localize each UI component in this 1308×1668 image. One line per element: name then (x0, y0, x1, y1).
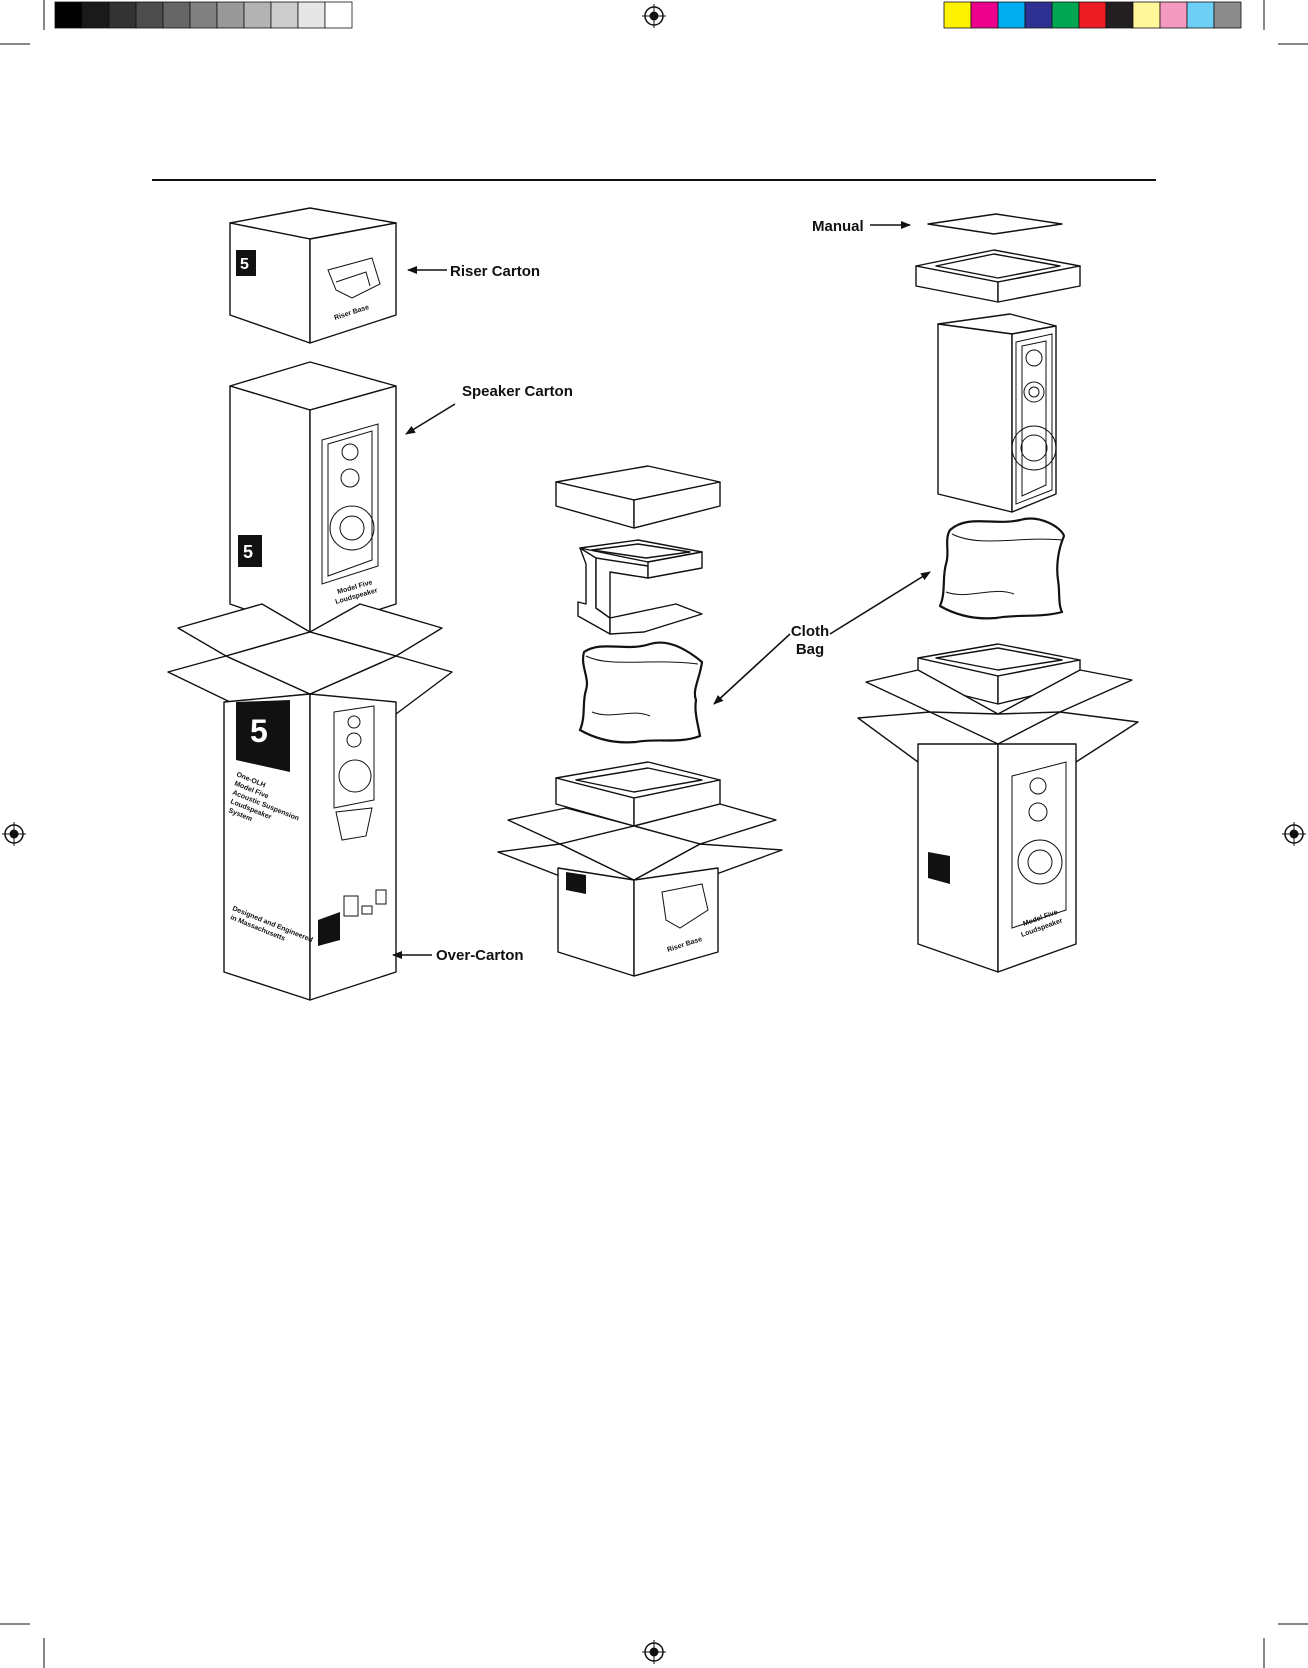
cloth-bag-small (580, 643, 702, 743)
color-swatch (244, 2, 271, 28)
logo-glyph: 5 (243, 542, 253, 562)
color-swatch (163, 2, 190, 28)
registration-mark-icon (642, 4, 666, 28)
color-swatch (1052, 2, 1079, 28)
cloth-bag-label-2: Bag (796, 641, 824, 658)
speaker-carton: 5 Model Five Loudspeaker (230, 362, 396, 632)
riser-outer-carton: Riser Base (498, 804, 782, 976)
color-swatch (1025, 2, 1052, 28)
arrow-icon (830, 572, 930, 634)
over-carton: 5 One-OLH Model Five Acoustic Suspension… (168, 604, 452, 1000)
loudspeaker (938, 314, 1056, 512)
over-carton-label: Over-Carton (436, 947, 524, 964)
color-swatch (298, 2, 325, 28)
logo-glyph: 5 (240, 256, 249, 273)
registration-mark-icon (1282, 822, 1306, 846)
color-swatch (325, 2, 352, 28)
color-swatch (1106, 2, 1133, 28)
cloth-bag-label-1: Cloth (791, 623, 829, 640)
gray-color-bar (55, 2, 352, 28)
logo-glyph: 5 (250, 713, 268, 749)
color-swatch (82, 2, 109, 28)
riser-carton: 5 Riser Base (230, 208, 396, 343)
color-swatch (109, 2, 136, 28)
color-swatch (190, 2, 217, 28)
cmyk-color-bar (944, 2, 1241, 28)
cloth-bag-large (940, 519, 1064, 619)
arrow-icon (714, 634, 790, 704)
color-swatch (944, 2, 971, 28)
speaker-outer-carton: Model Five Loudspeaker (858, 644, 1138, 972)
speaker-top-insert (916, 250, 1080, 302)
color-swatch (1133, 2, 1160, 28)
manual (928, 214, 1062, 234)
color-swatch (271, 2, 298, 28)
color-swatch (217, 2, 244, 28)
riser-base (578, 540, 702, 634)
manual-label: Manual (812, 218, 864, 235)
color-swatch (1160, 2, 1187, 28)
color-swatch (1187, 2, 1214, 28)
registration-mark-icon (642, 1640, 666, 1664)
color-swatch (1079, 2, 1106, 28)
arrow-icon (406, 404, 455, 434)
riser-box-lid (556, 466, 720, 528)
color-swatch (971, 2, 998, 28)
speaker-carton-label: Speaker Carton (462, 383, 573, 400)
color-swatch (1214, 2, 1241, 28)
color-swatch (998, 2, 1025, 28)
riser-carton-label: Riser Carton (450, 263, 540, 280)
color-swatch (136, 2, 163, 28)
registration-mark-icon (2, 822, 26, 846)
color-swatch (55, 2, 82, 28)
